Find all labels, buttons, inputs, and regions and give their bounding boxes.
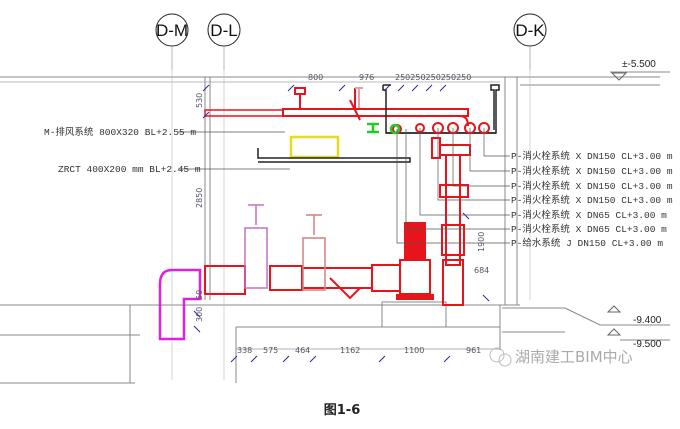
bottom-pipeline	[204, 264, 401, 300]
dim-text: 800	[308, 73, 323, 82]
duct-label: M-排风系统 800X320 BL+2.55 m	[44, 126, 196, 138]
grid-label: D-L	[210, 21, 237, 40]
dim-text: 575	[263, 346, 278, 355]
grid-label: D-M	[156, 21, 188, 40]
dim-text: 300	[195, 307, 204, 322]
pipe-label: P-消火栓系统 X DN150 CL+3.00 m	[511, 150, 673, 162]
pipe-label: P-消火栓系统 X DN150 CL+3.00 m	[511, 165, 673, 177]
pipe-labels: P-消火栓系统 X DN150 CL+3.00 m P-消火栓系统 X DN15…	[511, 150, 673, 249]
grid-axis-d-l: D-L	[207, 13, 241, 70]
gate-valve-green	[367, 122, 401, 135]
grid-axis-d-k: D-K	[513, 13, 547, 70]
dim-text: 684	[474, 266, 489, 275]
dim-text: 1900	[477, 232, 486, 252]
dim-text: 2850	[195, 188, 204, 208]
gate-valves-bottom	[244, 204, 326, 291]
dim-text: 50	[195, 290, 204, 300]
pipe-label: P-消火栓系统 X DN150 CL+3.00 m	[511, 194, 673, 206]
elevation-label: -9.400	[633, 315, 662, 326]
grid-label: D-K	[515, 21, 545, 40]
dim-text: 961	[466, 346, 481, 355]
pipe-label: P-消火栓系统 X DN65 CL+3.00 m	[511, 209, 667, 221]
dim-text: 250250250250250	[395, 73, 471, 82]
cable-tray-label: ZRCT 400X200 mm BL+2.45 m	[58, 164, 201, 175]
leader-lines	[178, 128, 510, 244]
support-ledge	[257, 148, 411, 163]
dim-text: 338	[237, 346, 252, 355]
fire-pump	[396, 222, 434, 300]
dim-text: 530	[195, 93, 204, 108]
exhaust-duct	[204, 87, 469, 121]
watermark: 湖南建工BIM中心	[489, 347, 633, 367]
pipe-label: P-消火栓系统 X DN150 CL+3.00 m	[511, 180, 673, 192]
dimensions: 800 976 250250250250250 530 2850 1900 68…	[193, 73, 500, 363]
pipe-label: P-给水系统 J DN150 CL+3.00 m	[511, 237, 663, 249]
structure	[0, 70, 660, 384]
dim-text: 1162	[340, 346, 360, 355]
watermark-text: 湖南建工BIM中心	[515, 348, 633, 366]
pipe-label: P-消火栓系统 X DN65 CL+3.00 m	[511, 223, 667, 235]
cable-tray-section	[289, 135, 340, 159]
grid-axis-d-m: D-M	[155, 13, 189, 70]
pipe-group-in-tray	[392, 115, 490, 134]
elevation-label: -9.500	[633, 339, 662, 350]
dim-text: 464	[295, 346, 310, 355]
elevation-top: ±-5.500	[610, 59, 670, 81]
elevation-label: ±-5.500	[622, 59, 656, 70]
figure-caption: 图1-6	[324, 403, 361, 418]
dim-text: 976	[359, 73, 374, 82]
elevation-floor: -9.400 -9.500	[564, 305, 670, 350]
dim-text: 1100	[404, 346, 424, 355]
magenta-elbow	[158, 268, 202, 341]
